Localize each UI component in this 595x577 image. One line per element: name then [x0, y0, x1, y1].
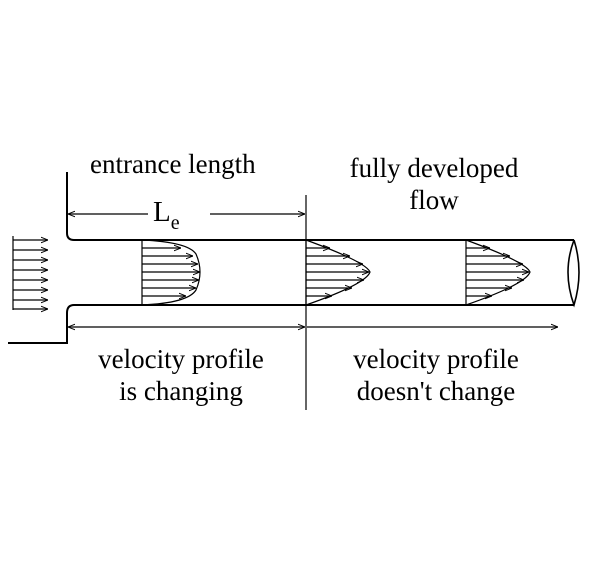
profile-unchanged-label: velocity profile doesn't change: [333, 343, 539, 407]
entrance-length-dimension: [68, 195, 307, 410]
inlet-wall: [8, 172, 574, 344]
fully-developed-line2: flow: [409, 185, 459, 215]
le-subscript: e: [170, 212, 180, 234]
entrance-length-label: entrance length: [90, 149, 256, 179]
fully-developed-line1: fully developed: [349, 153, 519, 183]
uniform-inlet-profile: [12, 236, 48, 310]
pipe-end-cut: [567, 239, 580, 308]
le-symbol: L: [153, 196, 171, 228]
profile-changing-line1: velocity profile: [98, 344, 264, 374]
developing-velocity-profile: [141, 239, 201, 306]
le-symbol-label: Le: [153, 196, 180, 234]
profile-unchanged-line1: velocity profile: [353, 344, 519, 374]
profile-unchanged-line2: doesn't change: [356, 376, 516, 406]
fully-developed-flow-label: fully developed flow: [326, 152, 542, 216]
profile-changing-label: velocity profile is changing: [78, 343, 284, 407]
profile-changing-line2: is changing: [119, 376, 243, 406]
developed-velocity-profile-2: [465, 239, 531, 306]
developed-velocity-profile-1: [305, 239, 371, 306]
